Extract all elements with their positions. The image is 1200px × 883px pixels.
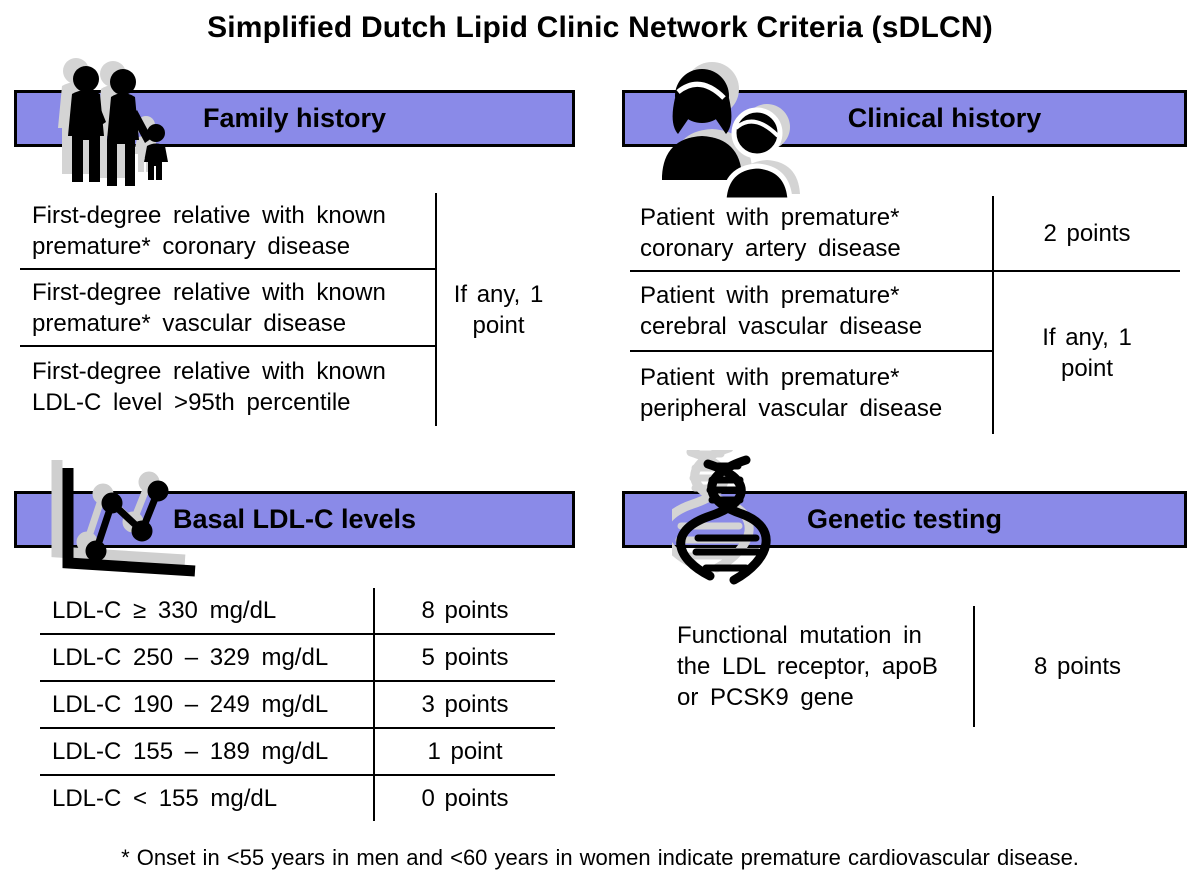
clinical-history-table: Patient with premature* coronary artery … xyxy=(630,196,1180,434)
page-title: Simplified Dutch Lipid Clinic Network Cr… xyxy=(207,11,993,44)
clinical-criterion-2: Patient with premature* cerebral vascula… xyxy=(630,272,994,352)
footnote: * Onset in <55 years in men and <60 year… xyxy=(121,845,1079,870)
clinical-history-banner: Clinical history xyxy=(622,90,1187,147)
family-history-heading: Family history xyxy=(202,103,387,133)
ldl-criterion-2: LDL-C 250 – 329 mg/dL xyxy=(40,635,375,680)
ldl-criterion-1: LDL-C ≥ 330 mg/dL xyxy=(40,588,375,633)
clinical-criterion-1: Patient with premature* coronary artery … xyxy=(630,196,994,270)
ldl-criterion-3: LDL-C 190 – 249 mg/dL xyxy=(40,682,375,727)
genetic-testing-table: Functional mutation in the LDL receptor,… xyxy=(675,606,1180,727)
ldl-row-5: LDL-C < 155 mg/dL 0 points xyxy=(40,774,555,821)
ldl-levels-table: LDL-C ≥ 330 mg/dL 8 points LDL-C 250 – 3… xyxy=(40,588,555,821)
clinical-group-points-cell: If any, 1 point xyxy=(1042,324,1132,382)
genetic-points-cell: 8 points xyxy=(1033,653,1122,680)
ldl-points-5: 0 points xyxy=(421,785,509,812)
ldl-row-2: LDL-C 250 – 329 mg/dL 5 points xyxy=(40,633,555,680)
clinical-criterion-3: Patient with premature* peripheral vascu… xyxy=(630,352,994,434)
ldl-row-1: LDL-C ≥ 330 mg/dL 8 points xyxy=(40,588,555,633)
clinical-history-heading: Clinical history xyxy=(847,103,1042,133)
ldl-row-3: LDL-C 190 – 249 mg/dL 3 points xyxy=(40,680,555,727)
ldl-points-1: 8 points xyxy=(421,597,509,624)
clinical-row-1: Patient with premature* coronary artery … xyxy=(630,196,1180,272)
ldl-points-2: 5 points xyxy=(421,644,509,671)
family-history-table: First-degree relative with known prematu… xyxy=(20,193,560,426)
ldl-criterion-4: LDL-C 155 – 189 mg/dL xyxy=(40,729,375,774)
clinical-points-1: 2 points xyxy=(1043,219,1131,247)
family-criterion-1: First-degree relative with known prematu… xyxy=(20,193,435,270)
ldl-criterion-5: LDL-C < 155 mg/dL xyxy=(40,776,375,821)
genetic-criterion: Functional mutation in the LDL receptor,… xyxy=(675,606,975,727)
family-criterion-2: First-degree relative with known prematu… xyxy=(20,270,435,347)
family-icon xyxy=(46,58,196,190)
genetic-testing-heading: Genetic testing xyxy=(806,504,1003,534)
clinical-row-group: Patient with premature* cerebral vascula… xyxy=(630,272,1180,434)
family-criteria-column: First-degree relative with known prematu… xyxy=(20,193,437,426)
dna-helix-icon xyxy=(672,450,790,598)
clinical-criteria-column: Patient with premature* cerebral vascula… xyxy=(630,272,994,434)
family-criterion-3: First-degree relative with known LDL-C l… xyxy=(32,357,386,416)
people-icon xyxy=(644,56,814,203)
family-points-cell: If any, 1 point xyxy=(453,280,544,339)
line-chart-icon xyxy=(42,458,204,590)
ldl-levels-heading: Basal LDL-C levels xyxy=(172,504,417,534)
ldl-row-4: LDL-C 155 – 189 mg/dL 1 point xyxy=(40,727,555,774)
ldl-points-3: 3 points xyxy=(421,691,509,718)
ldl-points-4: 1 point xyxy=(427,738,503,765)
